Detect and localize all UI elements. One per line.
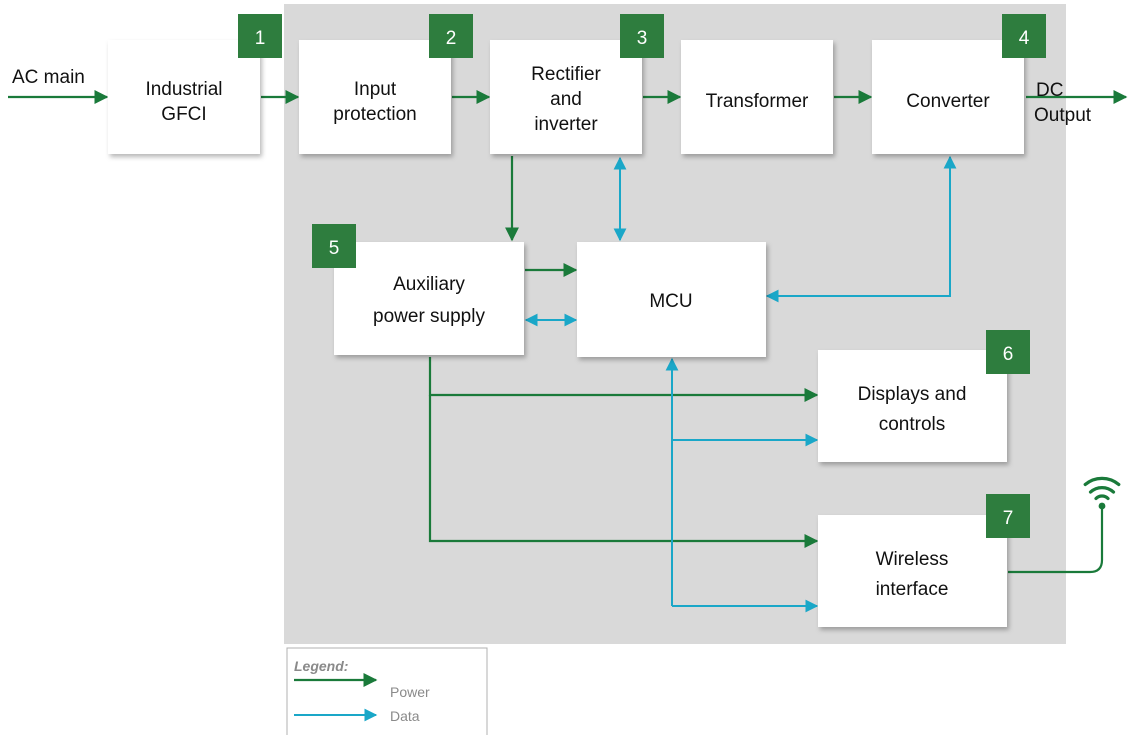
input-protection-label-line1: Input (354, 79, 397, 100)
badge-1: 1 (238, 14, 282, 58)
block-transformer: Transformer (681, 40, 833, 154)
dc-output-label-line1: DC (1036, 80, 1063, 101)
block-displays-controls: Displays and controls (818, 350, 1007, 462)
displays-label-line2: controls (879, 414, 946, 435)
svg-text:7: 7 (1003, 508, 1014, 529)
dc-output-label-line2: Output (1034, 105, 1092, 126)
wireless-label-line1: Wireless (876, 549, 949, 570)
block-auxiliary-power-supply: Auxiliary power supply (334, 242, 524, 355)
svg-text:5: 5 (329, 238, 340, 259)
block-rectifier-inverter: Rectifier and inverter (490, 40, 642, 154)
wireless-label-line2: interface (876, 579, 949, 600)
ac-main-label: AC main (12, 67, 85, 88)
badge-4: 4 (1002, 14, 1046, 58)
block-wireless-interface: Wireless interface (818, 515, 1007, 627)
transformer-label: Transformer (706, 91, 809, 112)
gfci-label-line2: GFCI (161, 104, 206, 125)
mcu-label: MCU (649, 291, 692, 312)
data-connections (524, 155, 957, 613)
badge-5: 5 (312, 224, 356, 268)
aux-label-line1: Auxiliary (393, 274, 465, 295)
badge-2: 2 (429, 14, 473, 58)
antenna-link (1008, 508, 1104, 574)
converter-label: Converter (906, 91, 990, 112)
power-connections (8, 90, 1128, 548)
mcu-converter-data-arrow (765, 155, 957, 303)
input-protection-label-line2: protection (333, 104, 416, 125)
svg-text:6: 6 (1003, 344, 1014, 365)
legend-title: Legend: (294, 658, 348, 674)
block-gfci: Industrial GFCI (108, 40, 260, 154)
svg-text:3: 3 (637, 28, 648, 49)
svg-text:2: 2 (446, 28, 457, 49)
legend: Legend: Power Data (286, 647, 488, 735)
aux-label-line2: power supply (373, 306, 485, 327)
legend-data-label: Data (390, 708, 420, 724)
badge-6: 6 (986, 330, 1030, 374)
rectifier-label-line1: Rectifier (531, 64, 601, 85)
rectifier-label-line2: and (550, 89, 582, 110)
badge-7: 7 (986, 494, 1030, 538)
svg-text:4: 4 (1019, 28, 1030, 49)
rectifier-label-line3: inverter (534, 114, 598, 135)
block-input-protection: Input protection (299, 40, 451, 154)
aux-to-wireless-arrow (428, 395, 819, 548)
gfci-label-line1: Industrial (145, 79, 222, 100)
badge-3: 3 (620, 14, 664, 58)
displays-label-line1: Displays and (858, 384, 967, 405)
svg-text:1: 1 (255, 28, 266, 49)
block-mcu: MCU (577, 242, 766, 357)
legend-power-label: Power (390, 684, 430, 700)
block-converter: Converter (872, 40, 1024, 154)
wifi-antenna-icon (1083, 476, 1121, 510)
